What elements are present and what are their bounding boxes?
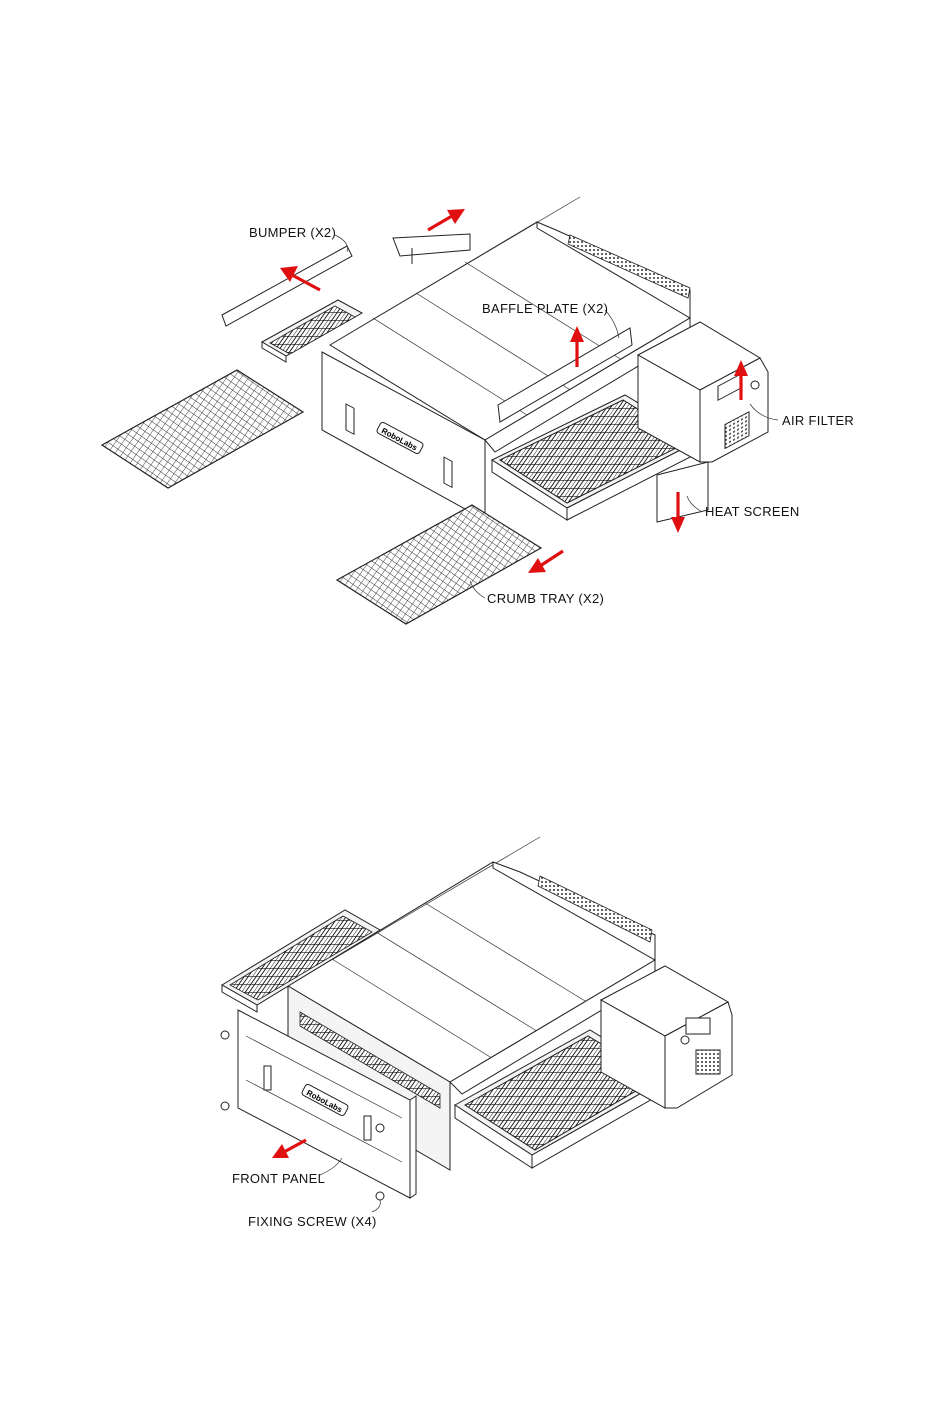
diagram-1-exploded-view: RoboLabs xyxy=(102,197,854,624)
label-crumb-tray: CRUMB TRAY (X2) xyxy=(487,591,604,606)
crumb-tray-left xyxy=(102,370,303,488)
label-bumper: BUMPER (X2) xyxy=(249,225,336,240)
heat-screen xyxy=(657,462,708,522)
label-front-panel: FRONT PANEL xyxy=(232,1171,325,1186)
label-baffle-plate: BAFFLE PLATE (X2) xyxy=(482,301,608,316)
crumb-tray-right xyxy=(337,505,541,624)
label-heat-screen: HEAT SCREEN xyxy=(705,504,800,519)
bumper-back xyxy=(393,234,470,256)
label-fixing-screw: FIXING SCREW (X4) xyxy=(248,1214,377,1229)
diagram-2-front-panel-removal: RoboLabs FRONT PANEL FIXING SCREW (X4) xyxy=(221,837,732,1229)
label-air-filter: AIR FILTER xyxy=(782,413,854,428)
